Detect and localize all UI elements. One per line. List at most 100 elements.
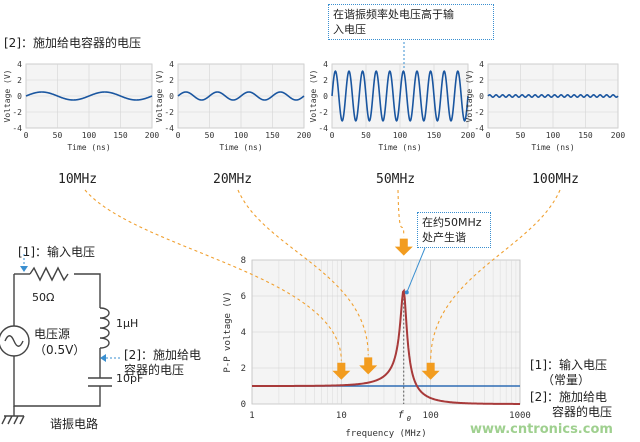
input-voltage-label: [1]：输入电压 (18, 245, 95, 259)
x-tick-label: 200 (611, 131, 626, 140)
legend-input-line-2: （常量） (542, 373, 591, 387)
x-axis-label: Time (ns) (67, 143, 110, 152)
y-axis-label: P-P voltage (V) (223, 291, 233, 372)
f0-subscript: 0 (407, 415, 411, 423)
callout-peak-line-2: 处产生谐 (422, 231, 466, 244)
x-tick-label: 10 (336, 411, 347, 421)
waveform-wave-50 (331, 70, 469, 122)
waveform-wave-100 (487, 93, 619, 99)
cap-label-line-2: 容器的电压 (124, 363, 185, 377)
y-axis-label: Voltage (V) (3, 70, 12, 123)
callout-line-2: 入电压 (333, 23, 366, 36)
y-tick-label: 0 (169, 92, 174, 101)
source-label-line-2: （0.5V） (34, 343, 86, 357)
y-tick-label: 0 (17, 92, 22, 101)
marker-arrow-50mhz (394, 238, 413, 256)
legend-cap-line-1: [2]：施加给电 (530, 390, 607, 404)
x-tick-label: 100 (546, 131, 561, 140)
callout-peak-connector (406, 247, 426, 293)
x-axis-label: Time (ns) (531, 143, 574, 152)
x-axis-label: Time (ns) (219, 143, 262, 152)
cap-arrow-head (100, 354, 106, 362)
x-tick-label: 0 (24, 131, 29, 140)
y-tick-label: 2 (241, 364, 246, 374)
freq-label-50mhz: 50MHz (376, 172, 416, 187)
source-label: 电压源 （0.5V） (34, 326, 85, 358)
wire-bottom (13, 356, 101, 407)
x-tick-label: 50 (53, 131, 63, 140)
x-tick-label: 200 (145, 131, 160, 140)
watermark: www.cntronics.com (470, 422, 613, 437)
x-tick-label: 50 (205, 131, 215, 140)
freq-label-20mhz: 20MHz (213, 172, 253, 187)
freq-label-10mhz: 10MHz (58, 172, 98, 187)
x-tick-label: 1000 (509, 411, 531, 421)
y-tick-label: 0 (479, 92, 484, 101)
section-title: [2]：施加给电容器的电压 (4, 36, 141, 50)
x-tick-label: 1 (249, 411, 254, 421)
connector-0 (84, 189, 342, 361)
x-axis-label: frequency (MHz) (345, 429, 426, 439)
connector-2 (397, 189, 405, 237)
y-tick-label: 4 (241, 328, 246, 338)
x-tick-label: 100 (234, 131, 249, 140)
y-tick-label: 2 (479, 76, 484, 85)
cap-label-line-1: [2]：施加给电 (124, 348, 201, 362)
y-tick-label: -4 (164, 124, 174, 133)
callout-peak-line-1: 在约50MHz (422, 216, 482, 229)
resonant-circuit-diagram (0, 254, 120, 425)
x-tick-label: 100 (423, 411, 439, 421)
source-label-line-1: 电压源 (34, 327, 71, 341)
legend-input-line-1: [1]：输入电压 (530, 358, 607, 372)
sine-glyph (4, 335, 24, 347)
y-tick-label: 4 (479, 60, 484, 69)
x-tick-label: 150 (265, 131, 280, 140)
f0-label: f (398, 410, 405, 421)
callout-resonance-note: 在谐振频率处电压高于输 入电压 (328, 4, 494, 40)
legend-cap: [2]：施加给电 容器的电压 (530, 390, 612, 420)
y-tick-label: 6 (241, 292, 246, 302)
y-tick-label: -2 (12, 108, 22, 117)
marker-arrow-20mhz (359, 357, 378, 375)
capacitor-symbol (88, 377, 112, 387)
inductor-symbol (99, 307, 110, 349)
y-tick-label: -4 (474, 124, 484, 133)
x-tick-label: 50 (361, 131, 371, 140)
y-tick-label: 8 (241, 256, 246, 266)
voltage-source-symbol (0, 325, 30, 357)
input-arrow-head (20, 266, 28, 272)
y-tick-label: 2 (323, 76, 328, 85)
waveform-wave-10 (25, 91, 153, 101)
x-tick-label: 200 (461, 131, 476, 140)
freq-label-100mhz: 100MHz (532, 172, 579, 187)
x-tick-label: 100 (393, 131, 408, 140)
resistor-label: 50Ω (32, 291, 55, 304)
marker-arrow-100mhz (421, 362, 440, 380)
waveform-wave-20 (177, 91, 305, 101)
y-tick-label: 2 (17, 76, 22, 85)
capacitor-label: 10pF (116, 372, 144, 385)
y-axis-label: Voltage (V) (155, 70, 164, 123)
connector-3 (430, 189, 561, 361)
y-axis-label: Voltage (V) (309, 70, 318, 123)
marker-arrow-10mhz (332, 362, 351, 380)
x-tick-label: 0 (486, 131, 491, 140)
callout-peak-note: 在约50MHz 处产生谐 (417, 212, 491, 248)
x-tick-label: 100 (82, 131, 97, 140)
callout-line-1: 在谐振频率处电压高于输 (333, 8, 454, 21)
y-tick-label: -4 (318, 124, 328, 133)
x-tick-label: 0 (176, 131, 181, 140)
capacitor-voltage-label: [2]：施加给电 容器的电压 (124, 348, 201, 378)
x-tick-label: 200 (297, 131, 312, 140)
y-tick-label: -4 (12, 124, 22, 133)
y-tick-label: 4 (17, 60, 22, 69)
inductor-label: 1μH (116, 317, 139, 330)
y-tick-label: 2 (169, 76, 174, 85)
connector-1 (237, 189, 369, 356)
legend-input: [1]：输入电压 （常量） (530, 358, 607, 388)
y-axis-label: Voltage (V) (465, 70, 474, 123)
y-tick-label: -2 (318, 108, 328, 117)
y-tick-label: 0 (241, 400, 246, 410)
